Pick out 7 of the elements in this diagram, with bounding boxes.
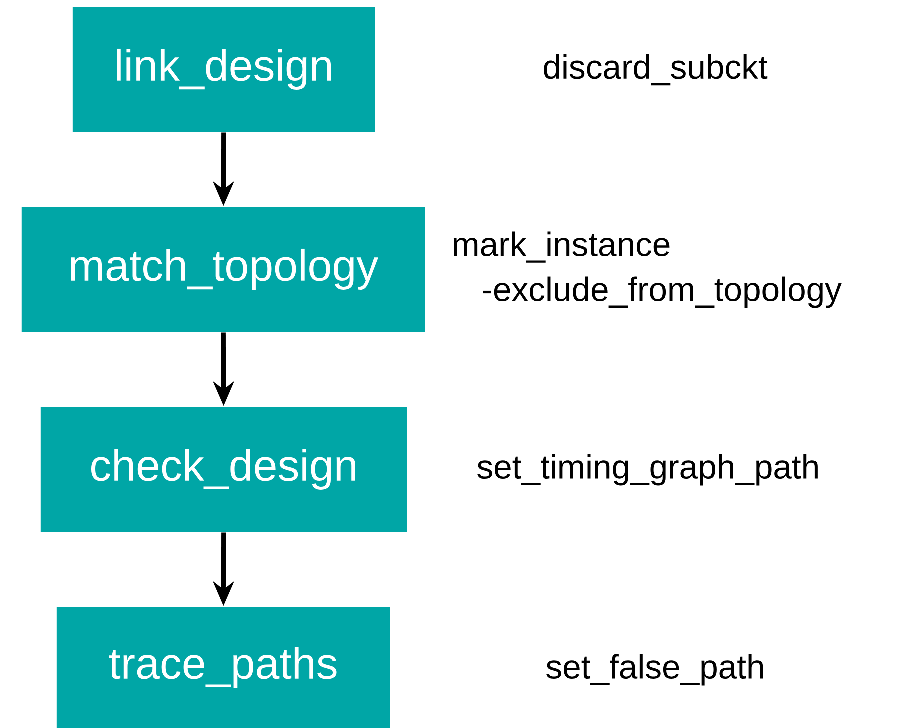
process-box: link_design bbox=[72, 6, 376, 132]
process-box: match_topology bbox=[22, 206, 426, 332]
process-box: check_design bbox=[40, 406, 408, 532]
process-box: trace_paths bbox=[56, 606, 390, 728]
command-label: set_timing_graph_path bbox=[478, 454, 818, 486]
command-label: discard_subckt bbox=[544, 54, 768, 86]
command-label: set_false_path bbox=[546, 654, 764, 686]
